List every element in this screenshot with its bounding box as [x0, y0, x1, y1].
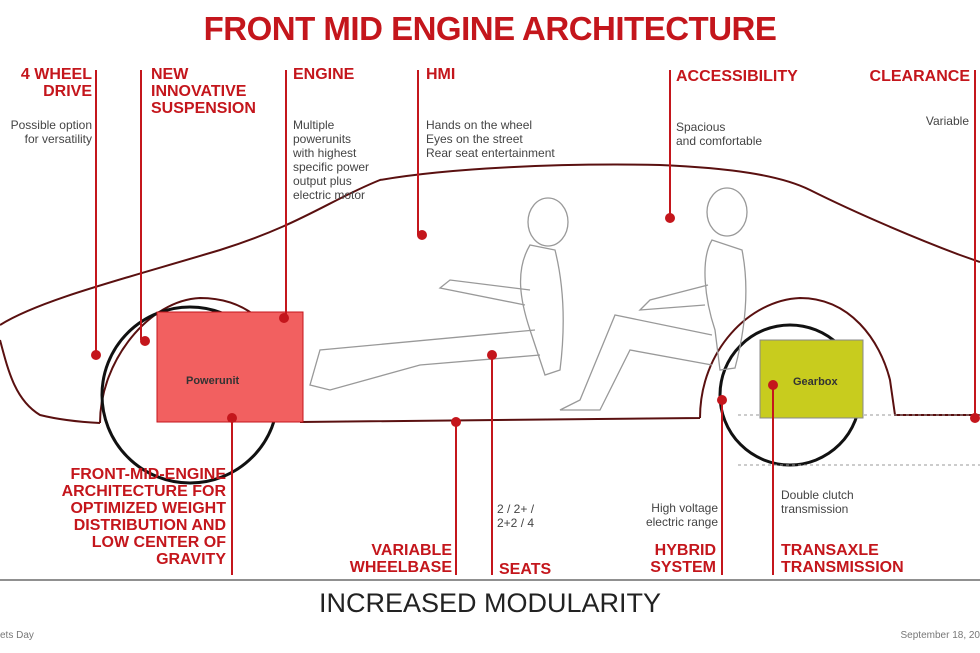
seats-label: SEATS: [499, 561, 552, 578]
hybrid-desc: High voltage electric range: [645, 501, 718, 529]
leader-dots: [91, 213, 980, 427]
leader-lines: [95, 70, 976, 575]
gearbox-box: [759, 339, 864, 419]
suspension-label: NEW INNOVATIVE SUSPENSION: [151, 66, 256, 117]
hmi-desc: Hands on the wheel Eyes on the street Re…: [426, 118, 555, 160]
powerunit-label: Powerunit: [186, 375, 240, 387]
engine-desc: Multiple powerunits with highest specifi…: [293, 118, 370, 202]
hybrid-label: HYBRID SYSTEM: [650, 542, 716, 576]
clearance-label: CLEARANCE: [869, 68, 970, 85]
page-title: FRONT MID ENGINE ARCHITECTURE: [203, 10, 777, 47]
gearbox-label: Gearbox: [793, 376, 838, 388]
footer-left: ets Day: [0, 630, 34, 641]
variable-wheelbase-label: VARIABLE WHEELBASE: [349, 542, 452, 576]
hmi-label: HMI: [426, 66, 456, 83]
clearance-desc: Variable: [925, 114, 969, 128]
footer-right: September 18, 20: [900, 630, 980, 641]
passenger-figure: [559, 187, 748, 411]
transaxle-label: TRANSAXLE TRANSMISSION: [781, 542, 904, 576]
four-wheel-drive-label: 4 WHEEL DRIVE: [20, 66, 92, 100]
seats-desc: 2 / 2+ / 2+2 / 4: [497, 502, 535, 530]
accessibility-desc: Spacious and comfortable: [676, 120, 763, 148]
driver-figure: [309, 197, 569, 391]
powerunit-box: [156, 311, 304, 423]
transaxle-desc: Double clutch transmission: [781, 488, 854, 516]
engine-label: ENGINE: [293, 66, 355, 83]
architecture-label: FRONT-MID-ENGINE ARCHITECTURE FOR OPTIMI…: [61, 466, 226, 568]
accessibility-label: ACCESSIBILITY: [676, 68, 798, 85]
four-wheel-drive-desc: Possible option for versatility: [10, 118, 92, 146]
increased-modularity-title: INCREASED MODULARITY: [318, 588, 662, 618]
car-body-outline: [0, 163, 980, 424]
